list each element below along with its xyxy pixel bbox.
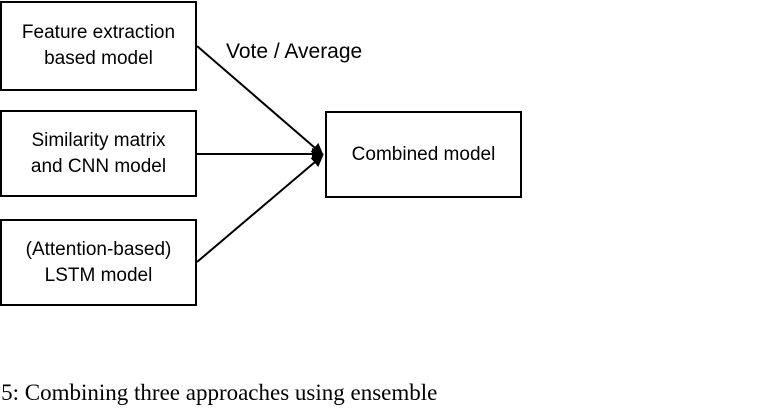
figure-caption-text: ure 5: Combining three approaches using … <box>0 380 438 405</box>
arrow-lstm-to-combined <box>196 154 324 263</box>
node-label-line: Similarity matrix <box>31 129 166 151</box>
node-label-line: based model <box>44 48 153 69</box>
node-label-line: (Attention-based) <box>25 238 172 260</box>
lstm-model-node: (Attention-based) LSTM model <box>0 219 197 306</box>
figure-caption: ure 5: Combining three approaches using … <box>0 378 758 416</box>
node-label-line: LSTM model <box>44 264 153 286</box>
node-label-line: Feature extraction <box>21 22 176 43</box>
feature-extraction-model-node: Feature extraction based model <box>0 1 197 91</box>
arrow-feature-to-combined <box>196 45 324 156</box>
similarity-cnn-model-node: Similarity matrix and CNN model <box>0 110 197 197</box>
node-label-line: Combined model <box>351 143 496 165</box>
combined-model-node: Combined model <box>325 111 522 198</box>
node-label-line: and CNN model <box>30 155 167 177</box>
vote-average-label: Vote / Average <box>226 40 363 63</box>
